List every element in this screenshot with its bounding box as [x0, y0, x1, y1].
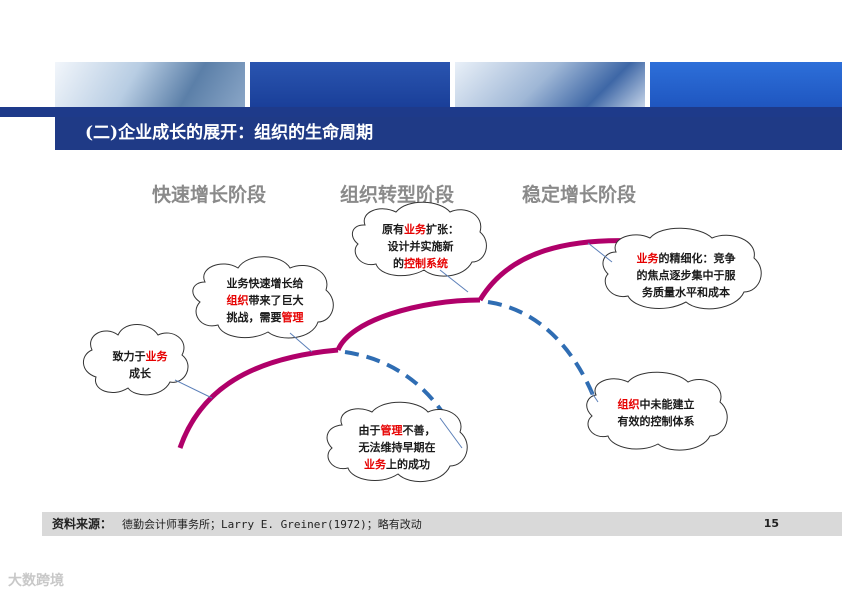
cloud-bubble-1: [83, 324, 189, 396]
bubble-text-2: 业务快速增长给 组织带来了巨大 挑战，需要管理: [226, 277, 304, 324]
header-photo-sky: [650, 62, 842, 107]
bubble-text-1: 致力于业务 成长: [112, 350, 168, 380]
header-photo-blue: [250, 62, 450, 107]
pointer-line-4: [587, 242, 613, 263]
source-footer: 资料来源： 德勤会计师事务所；Larry E. Greiner(1972)；略有改…: [42, 512, 842, 536]
watermark-logo: 大数跨境: [8, 573, 64, 589]
bubble-text-6: 组织中未能建立 有效的控制体系: [617, 398, 695, 428]
page-number: 15: [763, 517, 779, 530]
bubble-text-5: 由于管理不善， 无法维持早期在 业务上的成功: [358, 424, 436, 471]
pointer-line-3: [439, 269, 469, 293]
pointer-line-5: [439, 417, 463, 449]
bubble-text-3: 原有业务扩张： 设计并实施新 的控制系统: [382, 223, 459, 270]
bubble-text-4: 业务的精细化：竞争 的焦点逐步集中于服 务质量水平和成本: [636, 252, 736, 299]
cloud-bubble-4: [602, 227, 762, 310]
cloud-bubble-6: [586, 371, 728, 451]
pointer-line-6: [589, 389, 599, 403]
growth-curve-2: [335, 297, 481, 352]
pointer-line-1: [174, 379, 213, 399]
growth-curve-3: [477, 238, 639, 302]
pointer-line-2: [289, 332, 313, 353]
stage-label-fast-growth: 快速增长阶段: [152, 184, 267, 206]
header-band: [0, 107, 842, 117]
header-photo-hands: [55, 62, 245, 107]
cloud-bubble-5: [326, 401, 468, 483]
stage-label-transformation: 组织转型阶段: [340, 184, 455, 206]
header-photo-building: [455, 62, 645, 107]
source-text: 德勤会计师事务所；Larry E. Greiner(1972)；略有改动: [122, 518, 422, 531]
stage-label-stable-growth: 稳定增长阶段: [522, 184, 637, 206]
slide-title: (二)企业成长的展开：组织的生命周期: [55, 117, 842, 150]
cloud-bubble-2: [192, 256, 334, 339]
failure-branch-2: [487, 300, 597, 401]
source-label: 资料来源：: [52, 517, 113, 531]
growth-curve-1: [177, 347, 339, 449]
cloud-bubble-3: [351, 201, 487, 277]
